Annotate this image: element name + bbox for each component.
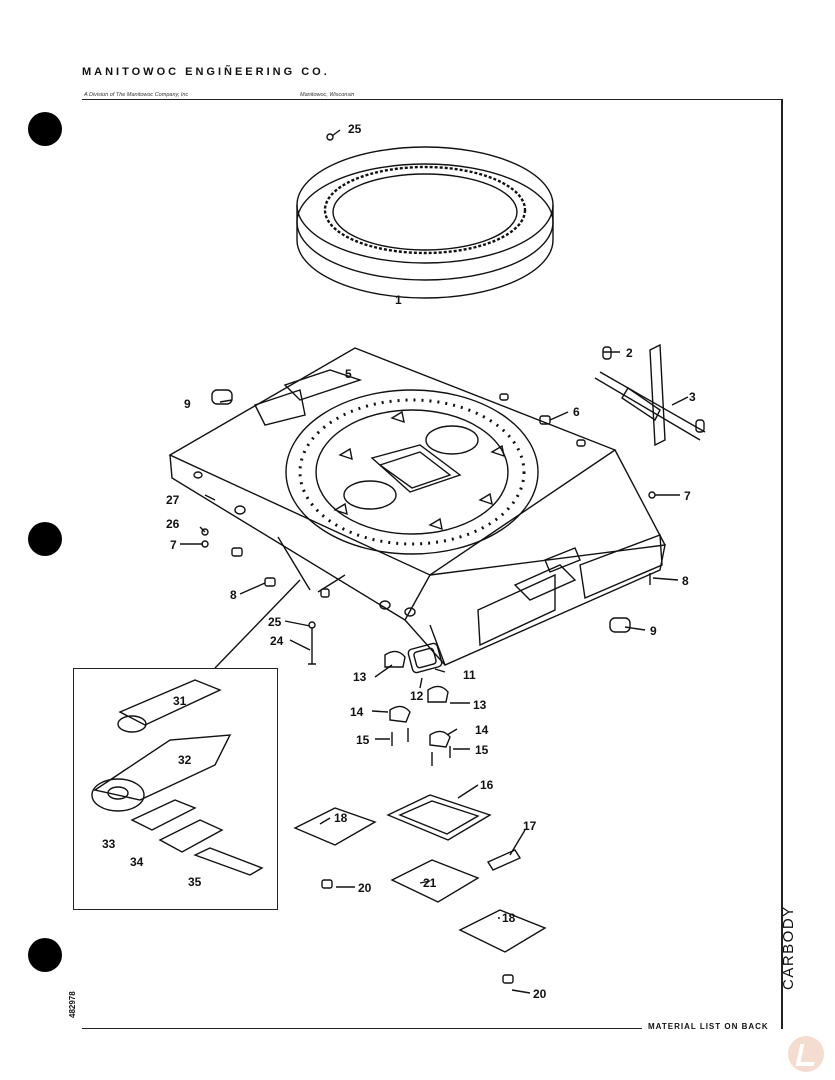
callout-14-right: 14 [475, 723, 489, 737]
callout-32: 32 [178, 753, 192, 767]
callout-labels: 1 2 3 5 6 7 7 8 8 9 9 11 12 13 13 14 14 … [102, 122, 696, 1001]
frame-hardware [201, 389, 656, 665]
callout-20-left: 20 [358, 881, 372, 895]
callout-18-right: 18 [502, 911, 516, 925]
inset-detail-box [73, 668, 278, 910]
callout-16: 16 [480, 778, 494, 792]
company-name: MANITOWOC ENGIÑEERING CO. [82, 66, 330, 78]
location-note: Manitowoc, Wisconsin [300, 92, 355, 98]
callout-25-lower: 25 [268, 615, 282, 629]
callout-7-right: 7 [684, 489, 691, 503]
callout-13-right: 13 [473, 698, 487, 712]
callout-7-left: 7 [170, 538, 177, 552]
callout-6: 6 [573, 405, 580, 419]
callout-5: 5 [345, 367, 352, 381]
callout-11: 11 [463, 668, 476, 682]
callout-1: 1 [395, 293, 402, 307]
callout-8-left: 8 [230, 588, 237, 602]
inset-leader [214, 579, 301, 669]
callout-8-right: 8 [682, 574, 689, 588]
ring-gear-part [296, 146, 554, 299]
watermark-logo [788, 1036, 824, 1072]
inset-parts [91, 679, 264, 876]
callout-26: 26 [166, 517, 180, 531]
callout-18-left: 18 [334, 811, 348, 825]
callout-24: 24 [270, 634, 284, 648]
frame-bottom-rule [82, 1028, 642, 1029]
lower-plates [293, 794, 547, 984]
document-number: 482978 [68, 991, 77, 1018]
callout-9-right: 9 [650, 624, 657, 638]
callout-21: 21 [423, 876, 437, 890]
callout-9-left: 9 [184, 397, 191, 411]
callout-31: 31 [173, 694, 187, 708]
callout-34: 34 [130, 855, 144, 869]
callout-15-right: 15 [475, 743, 489, 757]
binder-hole-bottom [28, 938, 62, 972]
callout-25-top: 25 [348, 122, 362, 136]
callout-12: 12 [410, 689, 424, 703]
material-list-note: MATERIAL LIST ON BACK [648, 1022, 769, 1031]
callout-3: 3 [689, 390, 696, 404]
callout-20-right: 20 [533, 987, 547, 1001]
lower-components [384, 642, 451, 766]
callout-15-left: 15 [356, 733, 370, 747]
carbody-frame [168, 347, 666, 666]
callout-13-left: 13 [353, 670, 367, 684]
binder-hole-middle [28, 522, 62, 556]
callout-2: 2 [626, 346, 633, 360]
binder-hole-top [28, 112, 62, 146]
cylinder-assembly [326, 133, 706, 447]
division-note: A Division of The Manitowoc Company, Inc [84, 92, 189, 98]
section-label: CARBODY [780, 905, 797, 990]
frame-top-rule [82, 99, 782, 100]
frame-right-rule [781, 99, 783, 1029]
callout-27: 27 [166, 493, 180, 507]
callout-33: 33 [102, 837, 116, 851]
callout-17: 17 [523, 819, 537, 833]
callout-35: 35 [188, 875, 202, 889]
callout-14-left: 14 [350, 705, 364, 719]
